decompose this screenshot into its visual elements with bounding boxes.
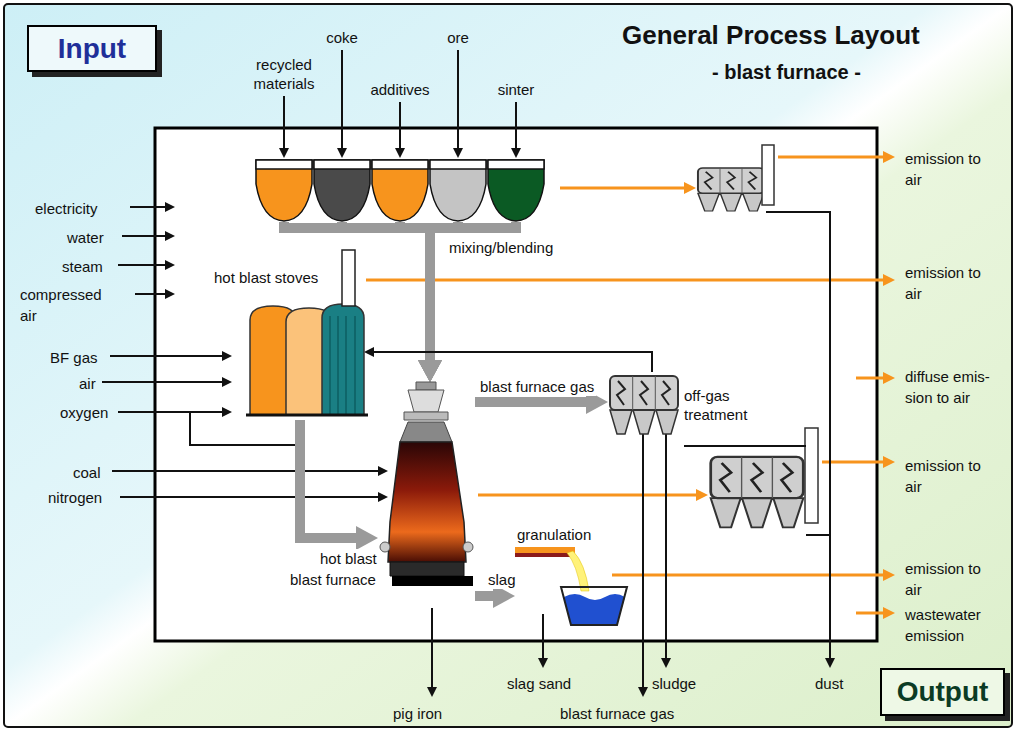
- shape-part: [561, 587, 627, 625]
- output-label: dust: [815, 673, 843, 694]
- shape-part: [392, 576, 473, 586]
- flow-arrow: [300, 420, 356, 538]
- shape-part: [416, 382, 436, 390]
- shape-part: [372, 160, 428, 169]
- output-label: sludge: [652, 673, 696, 694]
- bunker-hopper-drawing: [371, 80, 429, 222]
- node-label: additives: [360, 80, 440, 99]
- feed-arrow: [457, 50, 459, 148]
- input-label: coal: [73, 462, 101, 483]
- feed-arrow: [283, 96, 285, 148]
- flow-arrow: [475, 397, 586, 407]
- bunker-hopper-drawing: [487, 80, 545, 222]
- flow-arrow: [374, 352, 652, 372]
- emission-label: wastewater emission: [905, 604, 995, 646]
- tuyere: [380, 542, 390, 552]
- shape-part: [256, 160, 312, 221]
- input-label: oxygen: [60, 402, 108, 423]
- shape-part: [345, 316, 347, 414]
- input-label: water: [67, 227, 104, 248]
- shape-part: [354, 316, 356, 414]
- slag-granulation: granulation: [515, 525, 630, 630]
- node-label: ore: [418, 28, 498, 47]
- diagram-title: General Process Layout: [622, 20, 920, 50]
- feed-arrow: [341, 50, 343, 148]
- shape-part: [488, 160, 544, 169]
- bunker-hopper-drawing: [429, 28, 487, 222]
- input-label: steam: [62, 256, 103, 277]
- shape-part: [388, 442, 466, 562]
- output-box: Output: [880, 668, 1005, 716]
- shape-part: [430, 160, 486, 221]
- node-label: off-gas treatment: [684, 386, 776, 424]
- shape-part: [372, 160, 428, 221]
- subtitle: - blast furnace -: [712, 60, 861, 84]
- shape-part: [408, 390, 444, 412]
- blast-furnace: blast furnace: [378, 382, 475, 604]
- bunker-hopper: additives: [371, 80, 429, 222]
- node-label: sinter: [476, 80, 556, 99]
- shape-part: [314, 160, 370, 169]
- input-label: BF gas: [50, 347, 98, 368]
- bunker-hopper: ore: [429, 28, 487, 222]
- output-label: blast furnace gas: [560, 703, 674, 724]
- shape-part: [430, 160, 486, 169]
- edge-label: mixing/blending: [447, 238, 555, 257]
- emission-label: emission to air: [905, 148, 995, 190]
- blast-furnace-drawing: [378, 382, 475, 604]
- shape-part: [515, 553, 575, 557]
- node-label: hot blast stoves: [214, 268, 318, 287]
- shape-part: [515, 547, 575, 553]
- emission-label: emission to air: [905, 262, 995, 304]
- bunker-hopper: coke: [313, 28, 371, 222]
- output-label: pig iron: [393, 703, 442, 724]
- node-label: granulation: [517, 525, 591, 544]
- output-label: slag sand: [507, 673, 571, 694]
- shape-part: [322, 304, 364, 415]
- shape-part: [564, 594, 625, 625]
- shape-part: [400, 422, 452, 442]
- input-box: Input: [27, 25, 157, 72]
- input-label: compressed air: [20, 284, 112, 326]
- input-label: nitrogen: [48, 487, 102, 508]
- feed-arrow: [515, 102, 517, 148]
- shape-part: [404, 412, 448, 420]
- node-label: coke: [302, 28, 382, 47]
- bunker-hopper: recycled materials: [255, 55, 313, 222]
- shape-part: [488, 160, 544, 221]
- bunker-hopper-drawing: [313, 28, 371, 222]
- shape-part: [246, 414, 368, 417]
- shape-part: [256, 160, 312, 169]
- shape-part: [314, 160, 370, 221]
- shape-part: [342, 250, 355, 306]
- emission-label: emission to air: [905, 455, 995, 497]
- input-label: air: [79, 373, 96, 394]
- bunker-hopper: sinter: [487, 80, 545, 222]
- emission-label: emission to air: [905, 558, 995, 600]
- flow-arrow: [475, 591, 493, 601]
- input-label: electricity: [35, 198, 98, 219]
- feed-arrow: [399, 102, 401, 148]
- edge-label: slag: [486, 570, 518, 589]
- edge-label: hot blast: [318, 549, 379, 568]
- shape-part: [567, 551, 589, 591]
- precipitator-symbol: [610, 376, 678, 434]
- node-label: blast furnace: [290, 570, 376, 589]
- edge-label: blast furnace gas: [478, 377, 596, 396]
- off-gas-precipitator: off-gas treatment: [608, 372, 778, 444]
- shape-part: [329, 316, 331, 414]
- shape-part: [337, 316, 339, 414]
- hot-blast-stoves: hot blast stoves: [214, 250, 364, 420]
- emission-label: diffuse emis- sion to air: [905, 366, 997, 408]
- node-label: recycled materials: [244, 55, 324, 93]
- tuyere: [463, 542, 473, 552]
- shape-part: [390, 562, 464, 576]
- node-label: Input: [58, 33, 126, 65]
- node-label: Output: [897, 676, 989, 708]
